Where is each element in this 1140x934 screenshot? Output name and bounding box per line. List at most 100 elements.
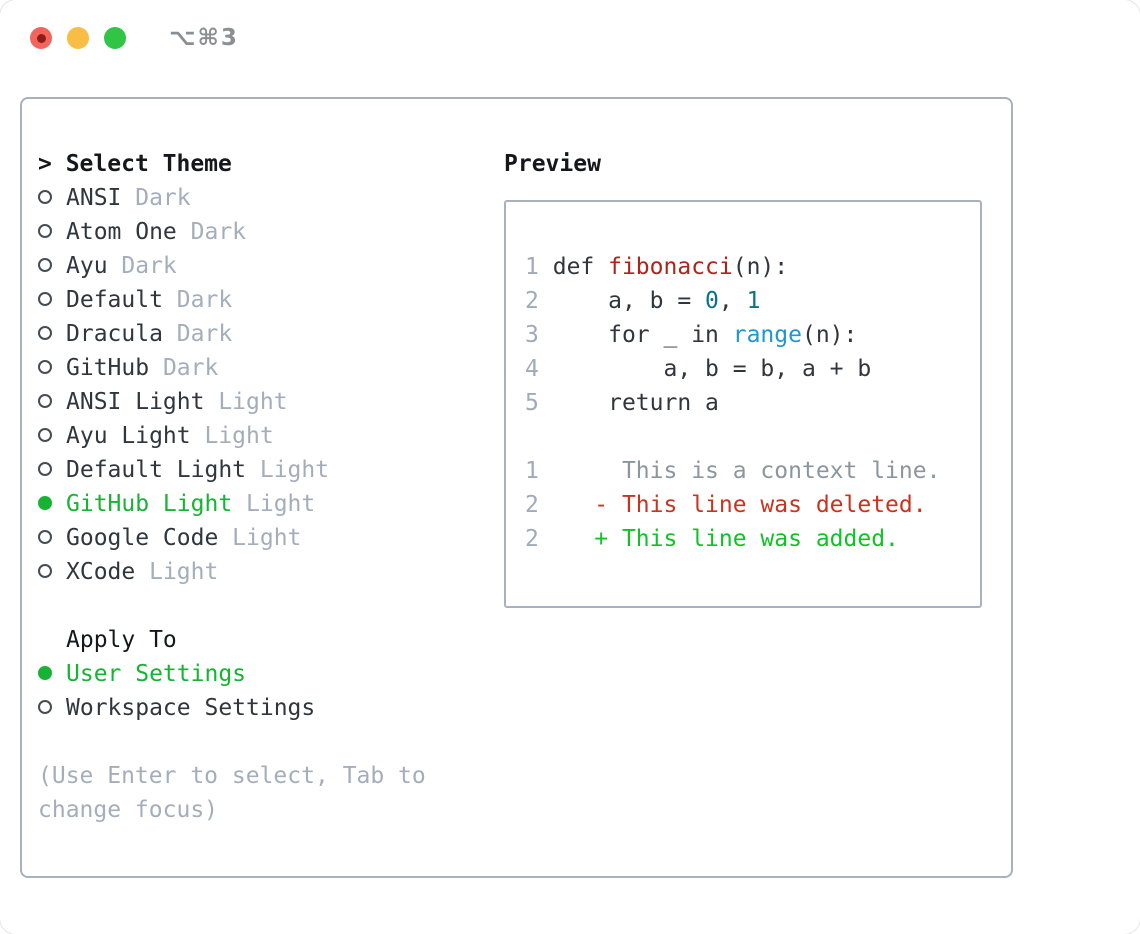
theme-option-default[interactable]: Default Dark xyxy=(38,283,460,317)
theme-name: Google Code xyxy=(66,525,219,551)
theme-variant-tag: Light xyxy=(204,423,274,449)
code-token: , xyxy=(718,288,747,314)
radio-icon xyxy=(38,393,52,408)
code-line: 3 for _ in range(n): xyxy=(525,318,980,352)
hint-text: (Use Enter to select, Tab to change focu… xyxy=(38,763,426,823)
theme-variant-tag: Light xyxy=(259,457,330,483)
radio-icon xyxy=(38,461,52,476)
theme-name: Default xyxy=(66,287,163,313)
maximize-button[interactable] xyxy=(104,27,126,49)
line-number: 1 xyxy=(525,254,539,280)
code-line: 1 This is a context line. xyxy=(525,454,980,488)
radio-icon xyxy=(38,359,52,374)
theme-name: ANSI xyxy=(66,185,122,211)
code-token: This is a context line. xyxy=(552,458,941,484)
theme-variant-tag: Dark xyxy=(176,287,233,313)
code-token: def xyxy=(552,254,609,280)
window-title: ⌥⌘3 xyxy=(169,25,239,51)
preview-header: Preview xyxy=(504,151,601,177)
line-number: 3 xyxy=(525,322,539,348)
theme-variant-tag: Dark xyxy=(190,219,247,245)
line-number: 5 xyxy=(525,390,539,416)
theme-name: GitHub Light xyxy=(66,491,233,517)
theme-name: Atom One xyxy=(66,219,177,245)
line-number: 1 xyxy=(525,458,539,484)
theme-variant-tag: Light xyxy=(232,525,302,551)
spacer xyxy=(38,589,460,623)
line-number: 2 xyxy=(525,492,539,518)
apply-option-user-settings[interactable]: User Settings xyxy=(38,657,460,691)
close-button[interactable] xyxy=(30,27,52,49)
code-token: (n): xyxy=(801,322,858,348)
code-line: 2 + This line was added. xyxy=(525,522,980,556)
code-token: 0 xyxy=(705,288,719,314)
code-token: (n): xyxy=(732,254,789,280)
radio-icon xyxy=(38,699,52,714)
code-token: fibonacci xyxy=(608,254,733,280)
theme-name: Dracula xyxy=(66,321,163,347)
line-number: 4 xyxy=(525,356,539,382)
radio-selected-icon xyxy=(38,665,52,680)
theme-option-atom-one[interactable]: Atom One Dark xyxy=(38,215,460,249)
line-number: 2 xyxy=(525,288,539,314)
theme-name: ANSI Light xyxy=(66,389,205,415)
minimize-button[interactable] xyxy=(67,27,89,49)
theme-option-ansi-light[interactable]: ANSI Light Light xyxy=(38,385,460,419)
titlebar: ⌥⌘3 xyxy=(30,25,239,51)
theme-name: Default Light xyxy=(66,457,247,483)
theme-variant-tag: Light xyxy=(246,491,316,517)
theme-option-google-code[interactable]: Google Code Light xyxy=(38,521,460,555)
apply-option-workspace-settings[interactable]: Workspace Settings xyxy=(38,691,460,725)
theme-variant-tag: Light xyxy=(218,389,288,415)
theme-option-ayu[interactable]: Ayu Dark xyxy=(38,249,460,283)
theme-variant-tag: Dark xyxy=(121,253,177,279)
theme-option-github[interactable]: GitHub Dark xyxy=(38,351,460,385)
preview-column: Preview 1 def fibonacci(n):2 a, b = 0, 1… xyxy=(504,147,1011,876)
code-line: 2 - This line was deleted. xyxy=(525,488,980,522)
theme-variant-tag: Light xyxy=(149,559,219,585)
code-token: return a xyxy=(552,390,719,416)
code-line: 1 def fibonacci(n): xyxy=(525,250,980,284)
spacer xyxy=(38,725,460,759)
apply-to-header: Apply To xyxy=(66,627,177,653)
code-line: 5 return a xyxy=(525,386,980,420)
select-theme-header: > Select Theme xyxy=(38,147,460,181)
code-token: for _ in xyxy=(552,322,733,348)
theme-option-github-light[interactable]: GitHub Light Light xyxy=(38,487,460,521)
theme-variant-tag: Dark xyxy=(162,355,219,381)
theme-variant-tag: Dark xyxy=(176,321,233,347)
code-token: a, b = b, a + b xyxy=(552,356,872,382)
code-line: 4 a, b = b, a + b xyxy=(525,352,980,386)
apply-option-label: User Settings xyxy=(66,661,247,687)
radio-icon xyxy=(38,529,52,544)
radio-selected-icon xyxy=(38,495,52,510)
theme-option-dracula[interactable]: Dracula Dark xyxy=(38,317,460,351)
blank-line xyxy=(525,420,980,454)
theme-option-ayu-light[interactable]: Ayu Light Light xyxy=(38,419,460,453)
caret-icon: > xyxy=(38,151,52,177)
code-token: - This line was deleted. xyxy=(552,492,927,518)
apply-option-label: Workspace Settings xyxy=(66,695,316,721)
radio-icon xyxy=(38,427,52,442)
code-token: range xyxy=(732,322,802,348)
radio-icon xyxy=(38,189,52,204)
select-theme-title: Select Theme xyxy=(65,151,232,177)
theme-name: Ayu Light xyxy=(66,423,191,449)
radio-icon xyxy=(38,563,52,578)
theme-option-default-light[interactable]: Default Light Light xyxy=(38,453,460,487)
theme-name: Ayu xyxy=(66,253,108,279)
radio-icon xyxy=(38,223,52,238)
theme-name: GitHub xyxy=(66,355,150,381)
radio-icon xyxy=(38,291,52,306)
code-token: + This line was added. xyxy=(552,526,899,552)
close-dot-icon xyxy=(36,33,46,43)
